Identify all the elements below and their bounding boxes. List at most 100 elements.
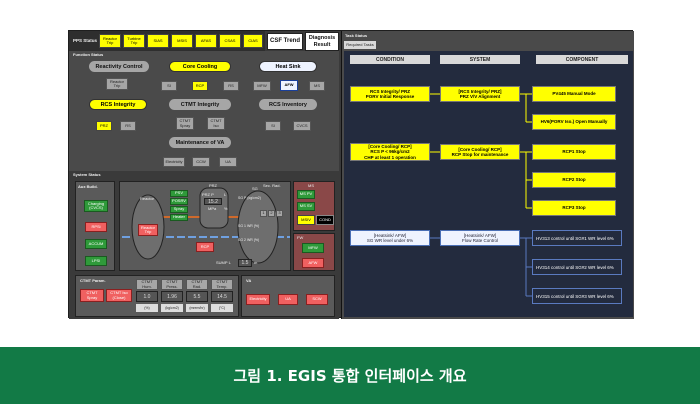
rcp-button[interactable]: RCP — [196, 242, 214, 252]
ms-panel: MS MS PV MS SV MSIV COND — [293, 181, 335, 231]
ctmt-spray-indicator[interactable]: CTMT Spray — [176, 117, 194, 130]
ms-sv[interactable]: MS SV — [297, 202, 315, 211]
component-hv314[interactable]: HV314 control until SG#2 WR level 6% — [532, 259, 622, 275]
sg-wr1-label: SG 1 WR (%) — [238, 224, 260, 228]
rcs-integrity-prz[interactable]: PRZ — [96, 121, 112, 131]
pps-cias-button[interactable]: CIAS — [243, 34, 263, 48]
sump-label: SUMP L — [216, 260, 231, 265]
va-electricity-button[interactable]: Electricity — [246, 294, 270, 305]
ctmt-iso-button[interactable]: CTMT Iso (Close) — [106, 289, 132, 302]
ctmt-spray-button[interactable]: CTMT Spray — [80, 289, 104, 302]
accum-button[interactable]: ACCUM — [85, 239, 107, 249]
prz-label: PRZ — [209, 183, 217, 188]
ctmt-hum-unit: (%) — [136, 304, 158, 312]
ctmt-temp-unit: (°C) — [211, 304, 233, 312]
system-status-panel: System Status Aux Build. Charging (CVCS)… — [69, 171, 339, 319]
ctmt-integrity-title: CTMT Integrity — [169, 99, 231, 110]
ms-label: MS — [308, 183, 314, 188]
system-heatsink[interactable]: [Heatsink/ AFW] Flow Rate Control — [440, 230, 520, 246]
rcs-inventory-si[interactable]: SI — [265, 121, 281, 131]
prz-p-value: 15.2 — [204, 198, 222, 205]
heat-sink-afw[interactable]: AFW — [280, 80, 298, 91]
rcs-inventory-cvcs[interactable]: CVCS — [293, 121, 311, 131]
prz-heater[interactable]: Heater — [170, 214, 188, 221]
primary-schematic: Reactor Reactor Trip PRZ PSV POSRV Spray… — [119, 181, 291, 271]
reactor-trip-indicator[interactable]: Reactor Trip — [106, 78, 128, 90]
lpsi-button[interactable]: LPSI — [85, 256, 107, 266]
reactivity-control-title: Reactivity Control — [89, 61, 149, 72]
core-cooling-rs[interactable]: RS — [223, 81, 239, 91]
pps-afas-button[interactable]: AFAS — [195, 34, 217, 48]
prz-posrv[interactable]: POSRV — [170, 198, 188, 205]
ctmt-rad-label: CTMT Rad. — [186, 279, 208, 290]
ms-pv[interactable]: MS PV — [297, 190, 315, 199]
core-cooling-rcp[interactable]: RCP — [192, 81, 208, 91]
system-core-cooling[interactable]: [Core Cooling/ RCP] RCP Stop for mainten… — [440, 144, 520, 160]
component-hv315[interactable]: HV315 control until SG#3 WR level 6% — [532, 288, 622, 304]
fw-mfw[interactable]: MFW — [302, 243, 324, 253]
fw-afw[interactable]: AFW — [302, 258, 324, 268]
cond-button[interactable]: COND — [316, 215, 334, 225]
msiv[interactable]: MSIV — [297, 215, 315, 225]
prz-p-label: PRZ P — [202, 192, 214, 197]
component-rcp2-stop[interactable]: RCP2 Stop — [532, 172, 616, 188]
ctmt-rad-value: 5.5 — [186, 291, 208, 302]
prz-spray[interactable]: Spray — [170, 206, 188, 213]
pps-sias-button[interactable]: SIAS — [147, 34, 169, 48]
task-connectors — [430, 93, 532, 297]
reactor-trip-button[interactable]: Reactor Trip — [138, 224, 158, 236]
sg-press-label: SG P (kg/cm2) — [238, 196, 261, 200]
figure-caption: 그림 1. EGIS 통합 인터페이스 개요 — [233, 367, 467, 385]
col-component: COMPONENT — [536, 55, 628, 64]
diagnosis-result-button[interactable]: Diagnosis Result — [305, 32, 339, 51]
ctmt-param-label: CTMT Param. — [80, 278, 106, 283]
heat-sink-title: Heat Sink — [259, 61, 317, 72]
system-status-label: System Status — [73, 172, 101, 177]
rcs-inventory-title: RCS Inventory — [259, 99, 317, 110]
csf-trend-button[interactable]: CSF Trend — [267, 33, 303, 50]
task-status-panel: Task Status Required Tasks CONDITION SY — [341, 31, 634, 319]
heat-sink-mfw[interactable]: MFW — [253, 81, 271, 91]
pps-csas-button[interactable]: CSAS — [219, 34, 241, 48]
core-cooling-title: Core Cooling — [169, 61, 231, 72]
component-rcp1-stop[interactable]: RCP1 Stop — [532, 144, 616, 160]
sg-bar-2: 2 — [268, 210, 275, 217]
condition-rcs-integrity[interactable]: RCS Integrity/ PRZ PORV Initial Response — [350, 86, 430, 102]
component-hv313[interactable]: HV313 control until SG#1 WR level 6% — [532, 230, 622, 246]
sg-bar-1: 1 — [260, 210, 267, 217]
caption-bar: 그림 1. EGIS 통합 인터페이스 개요 — [0, 347, 700, 404]
aux-build-label: Aux Build. — [78, 184, 98, 189]
aux-build-panel: Aux Build. Charging (CVCS) RPSi ACCUM LP… — [75, 181, 115, 271]
sump-value: 1.5 — [238, 259, 252, 267]
ctmt-press-label: CTMT Press. — [161, 279, 183, 290]
pps-turbine-trip-button[interactable]: Turbine Trip — [123, 34, 145, 48]
va-ua[interactable]: UA — [219, 157, 237, 167]
prz-l-unit: % — [224, 206, 228, 211]
ctmt-iso-indicator[interactable]: CTMT Iso — [207, 117, 225, 130]
component-pv445[interactable]: PV445 Manual Mode — [532, 86, 616, 102]
pps-reactor-trip-button[interactable]: Reactor Trip — [99, 34, 121, 48]
egis-screen: PPS Status Reactor Trip Turbine Trip SIA… — [68, 30, 634, 319]
heat-sink-ms[interactable]: MS — [309, 81, 325, 91]
function-status-panel: Function Status Reactivity Control React… — [69, 51, 339, 171]
system-rcs-integrity[interactable]: [RCS Integrity/ PRZ] PRZ V/V Alignment — [440, 86, 520, 102]
maintenance-va-title: Maintenance of VA — [169, 137, 231, 148]
tab-required-tasks[interactable]: Required Tasks — [344, 41, 376, 49]
fw-label: FW — [297, 235, 304, 240]
condition-heatsink[interactable]: [Heatsink/ AFW] SG WR level under 6% — [350, 230, 430, 246]
va-label: VA — [246, 278, 252, 283]
pps-msis-button[interactable]: MSIS — [171, 34, 193, 48]
component-hv6[interactable]: HV6(PORV Iso.) Open Manually — [532, 114, 616, 130]
va-electricity[interactable]: Electricity — [163, 157, 185, 167]
condition-core-cooling[interactable]: [Core Cooling/ RCP] RCS P < 96kg/cm2 CHP… — [350, 143, 430, 161]
va-scw-button[interactable]: SCW — [306, 294, 328, 305]
rcs-integrity-rs[interactable]: RS — [120, 121, 136, 131]
va-ua-button[interactable]: UA — [278, 294, 298, 305]
core-cooling-si[interactable]: SI — [161, 81, 177, 91]
va-ccw[interactable]: CCW — [192, 157, 210, 167]
reactor-label: Reactor — [140, 196, 155, 201]
charging-cvcs-button[interactable]: Charging (CVCS) — [84, 200, 108, 212]
prz-psv[interactable]: PSV — [170, 190, 188, 197]
rpsi-button[interactable]: RPSi — [85, 222, 107, 232]
component-rcp3-stop[interactable]: RCP3 Stop — [532, 200, 616, 216]
